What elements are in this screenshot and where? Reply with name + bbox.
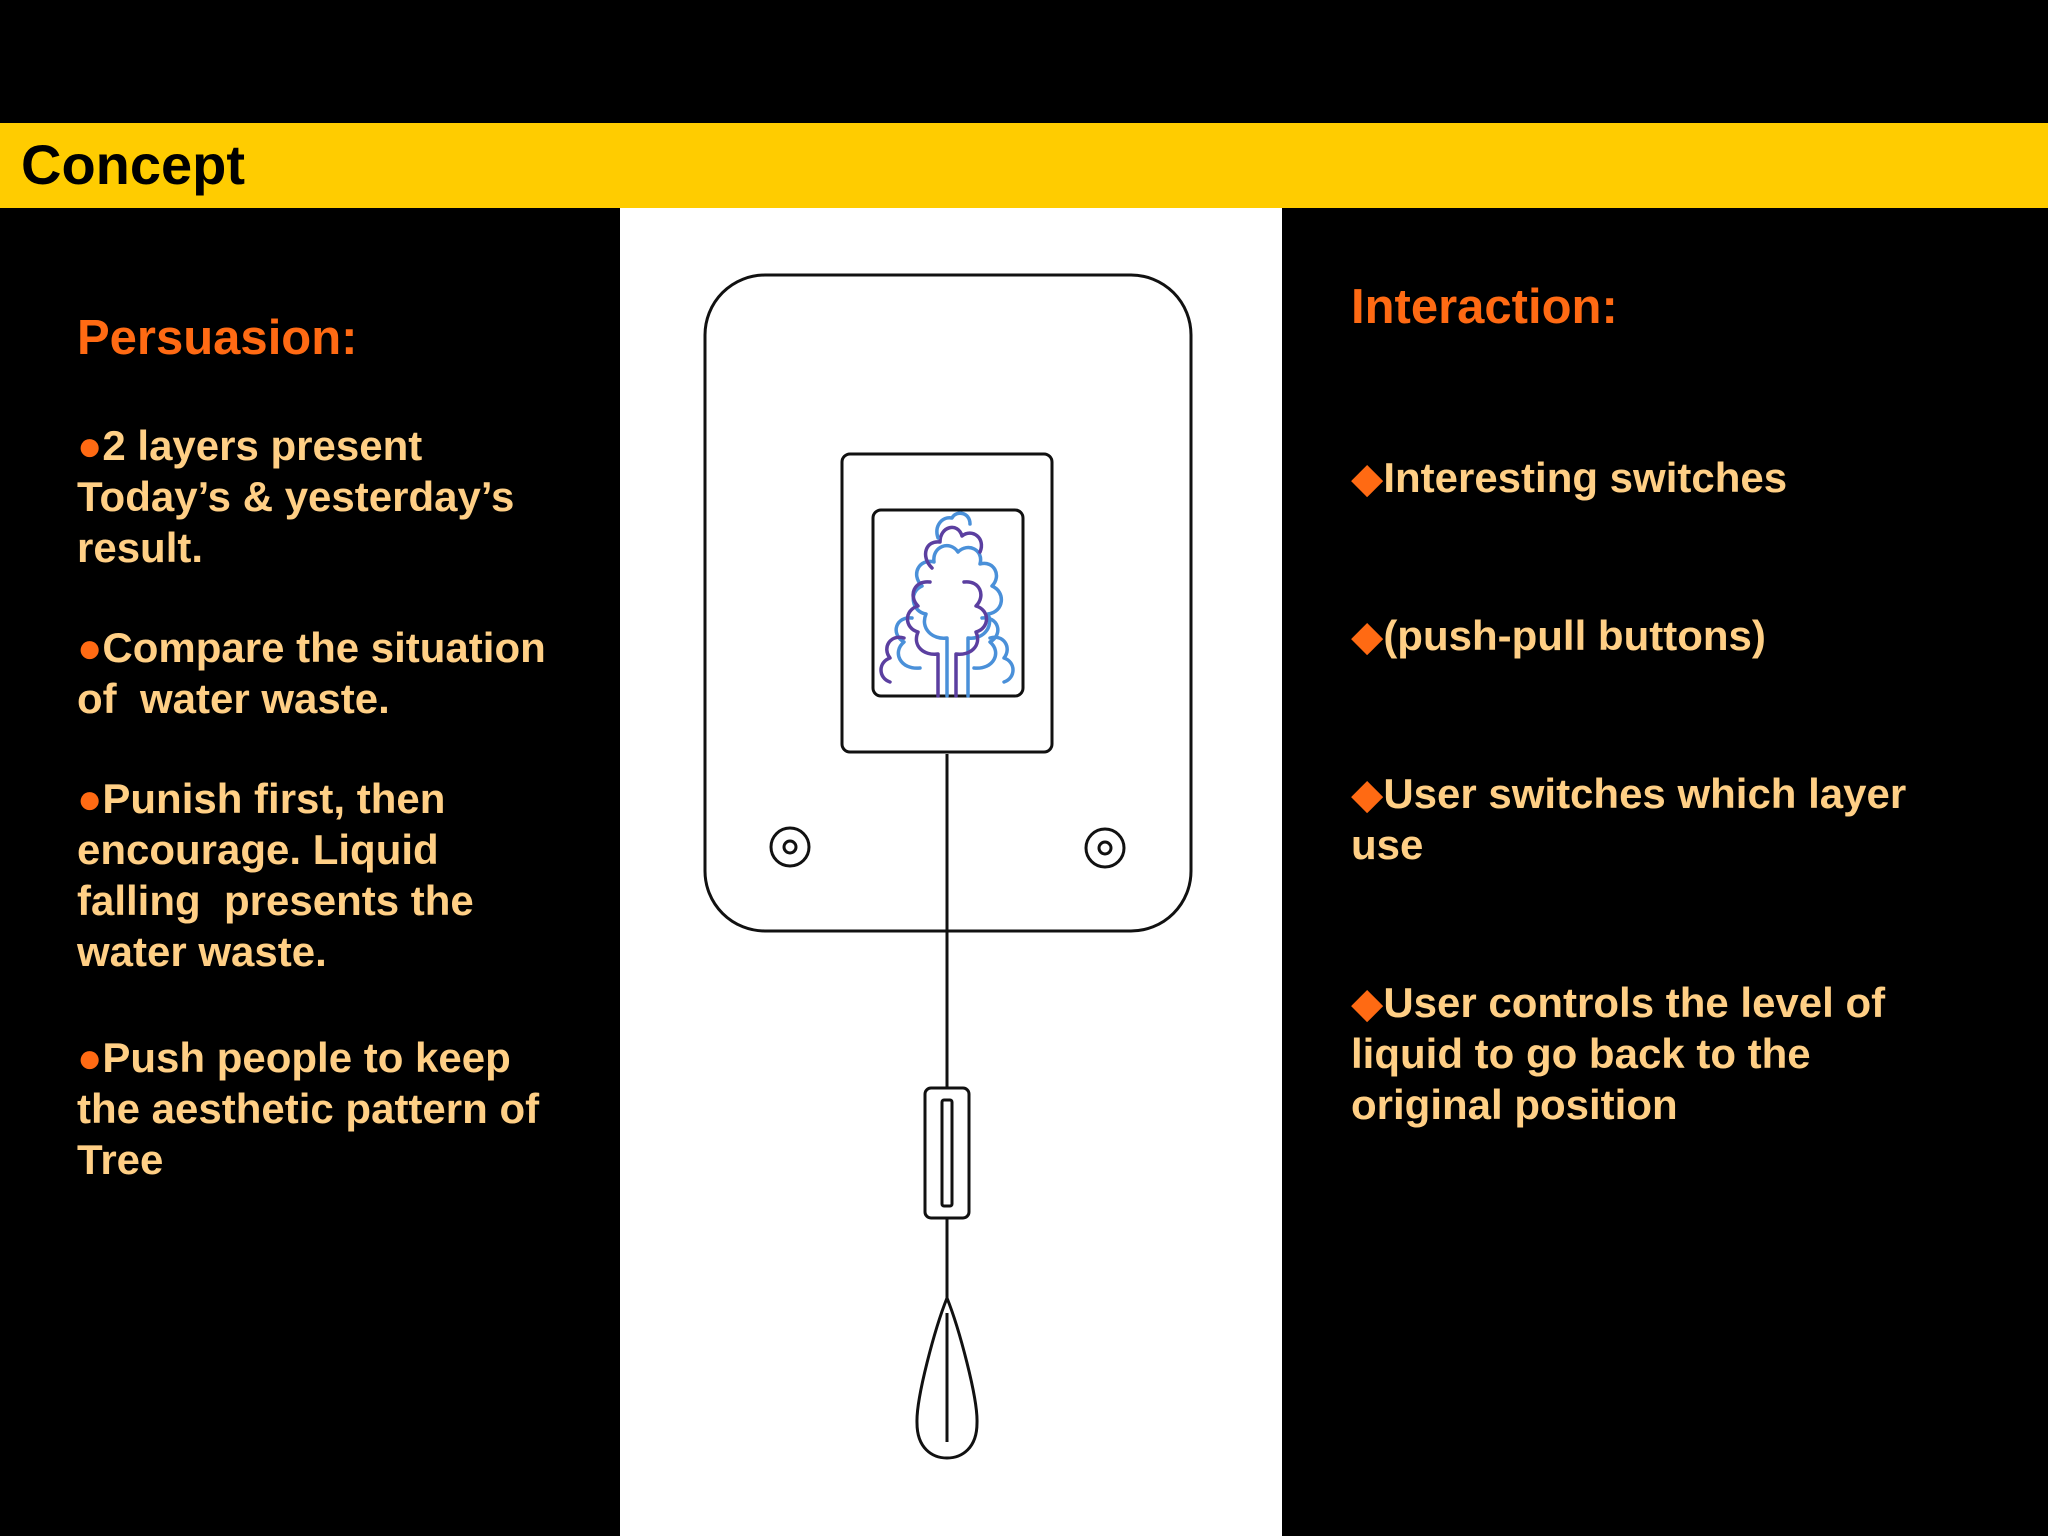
bullet-dot-icon: ●	[77, 422, 103, 469]
interaction-bullet-3: ◆User switches which layer use	[1351, 770, 1907, 868]
interaction-bullet-4: ◆User controls the level of liquid to go…	[1351, 979, 1886, 1128]
bullet-diamond-icon: ◆	[1351, 979, 1384, 1026]
device-illustration	[703, 273, 1193, 1460]
interaction-heading: Interaction:	[1351, 280, 1618, 334]
device-illustration-panel	[620, 208, 1282, 1536]
bullet-dot-icon: ●	[77, 1034, 103, 1081]
persuasion-bullet-2: ●Compare the situation of water waste.	[77, 624, 546, 722]
bullet-diamond-icon: ◆	[1351, 454, 1384, 501]
bullet-dot-icon: ●	[77, 624, 103, 671]
persuasion-bullet-1: ●2 layers present Today’s & yesterday’s …	[77, 422, 515, 571]
bullet-diamond-icon: ◆	[1351, 770, 1384, 817]
page-title: Concept	[21, 133, 245, 196]
bullet-dot-icon: ●	[77, 775, 103, 822]
interaction-bullet-2: ◆(push-pull buttons)	[1351, 612, 1766, 659]
cord-connector	[923, 1086, 971, 1220]
bullet-diamond-icon: ◆	[1351, 612, 1384, 659]
persuasion-bullet-4: ●Push people to keep the aesthetic patte…	[77, 1034, 540, 1183]
screw-icon	[769, 826, 811, 868]
header-banner	[0, 123, 2048, 208]
display-frame	[840, 452, 1054, 754]
interaction-bullet-1: ◆Interesting switches	[1351, 454, 1788, 501]
persuasion-bullet-3: ●Punish first, then encourage. Liquid fa…	[77, 775, 474, 975]
screw-icon	[1084, 827, 1126, 869]
persuasion-heading: Persuasion:	[77, 311, 358, 365]
tree-pattern-icon	[879, 511, 1015, 698]
pull-handle-icon	[915, 1293, 979, 1460]
